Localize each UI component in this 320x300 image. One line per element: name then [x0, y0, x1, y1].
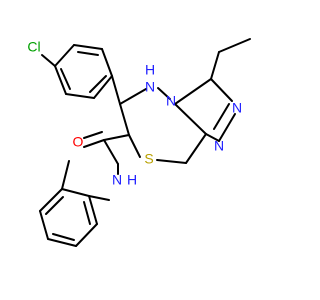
bond — [205, 133, 220, 142]
bond — [210, 78, 233, 102]
chlorine-label: Cl — [27, 39, 40, 55]
bridge-nitrogen-label: N — [166, 93, 176, 109]
bond — [128, 134, 141, 158]
bond — [119, 103, 130, 136]
bond — [73, 44, 103, 50]
bond — [103, 134, 130, 141]
sulfur-label: S — [144, 151, 153, 167]
bond — [88, 195, 98, 225]
bond — [156, 159, 187, 164]
bond — [101, 48, 113, 77]
bond — [77, 51, 99, 56]
bond — [83, 201, 91, 225]
bond — [111, 75, 121, 105]
bond — [61, 188, 90, 197]
amide-hydrogen-label: H — [127, 172, 137, 188]
bond — [119, 88, 147, 105]
molecule-canvas: Cl H N N N N S O N H — [27, 38, 251, 247]
bond — [93, 75, 113, 99]
ring-nh-n-label: N — [145, 79, 155, 95]
bond — [52, 233, 75, 241]
bond — [65, 93, 95, 99]
bond — [54, 44, 75, 67]
bond — [75, 223, 98, 247]
ring-nh-h-label: H — [145, 62, 155, 78]
bond — [157, 87, 171, 100]
bond — [45, 196, 64, 215]
bond — [185, 133, 207, 164]
bond — [83, 139, 105, 148]
bond — [89, 75, 107, 93]
bond — [54, 65, 67, 95]
bond — [88, 195, 110, 201]
tolyl-ring — [39, 188, 98, 247]
bond — [213, 103, 230, 130]
amide-nitrogen-label: N — [112, 172, 122, 188]
triazole-nitrogen-2-label: N — [214, 138, 224, 154]
bond — [39, 210, 49, 240]
bond — [61, 160, 70, 190]
oxygen-label: O — [73, 134, 84, 150]
chlorophenyl-ring — [54, 44, 113, 99]
triazole-nitrogen-1-label: N — [232, 100, 242, 116]
bond — [210, 51, 220, 80]
bond — [103, 139, 119, 165]
triazole-ring — [174, 78, 236, 142]
bond — [41, 54, 56, 67]
bond — [39, 188, 63, 212]
bond — [174, 78, 212, 105]
bond — [174, 103, 207, 135]
bond — [218, 38, 251, 53]
bond — [218, 113, 236, 142]
bond — [83, 131, 103, 139]
thiadiazine-ring — [119, 87, 207, 164]
bond — [47, 238, 77, 247]
bond — [60, 68, 71, 90]
molecule-structure: Cl H N N N N S O N H — [27, 38, 251, 247]
